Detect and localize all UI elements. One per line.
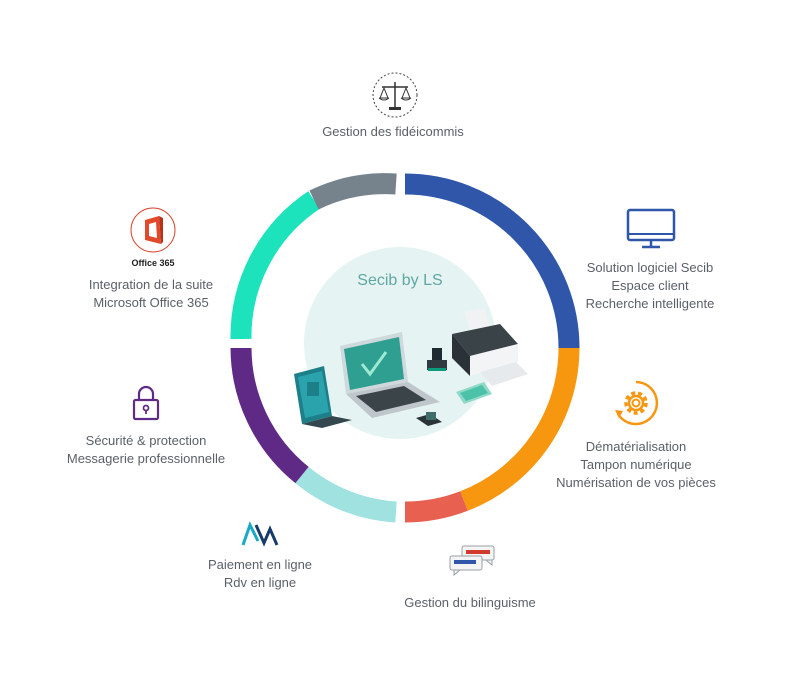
dematerialisation-label: Dématérialisation Tampon numérique Numér… bbox=[548, 438, 724, 492]
logiciel-label: Solution logiciel Secib Espace client Re… bbox=[570, 259, 730, 313]
ring-segment-teal bbox=[230, 191, 320, 340]
monitor-icon bbox=[626, 208, 676, 249]
laptop-icon bbox=[340, 332, 440, 418]
paiement-label: Paiement en ligne Rdv en ligne bbox=[190, 556, 330, 592]
paiement-line2: Rdv en ligne bbox=[223, 575, 297, 590]
ring-segment-gray bbox=[309, 173, 397, 210]
stamp-icon bbox=[427, 348, 447, 371]
securite-line1: Sécurité & protection bbox=[85, 433, 207, 448]
devices-illustration bbox=[294, 308, 528, 428]
tablet-icon bbox=[294, 366, 352, 428]
bilinguisme-line1: Gestion du bilinguisme bbox=[404, 595, 536, 610]
fideicommis-line1: Gestion des fidéicommis bbox=[322, 124, 464, 139]
phone-icon bbox=[456, 382, 492, 404]
office-line1: Integration de la suite bbox=[88, 277, 214, 292]
printer-icon bbox=[452, 308, 528, 386]
speech-bubbles-icon bbox=[449, 545, 495, 577]
ring-segment-coral bbox=[404, 491, 468, 523]
dematerialisation-line3: Numérisation de vos pièces bbox=[556, 475, 716, 490]
securite-label: Sécurité & protection Messagerie profess… bbox=[56, 432, 236, 468]
watch-icon bbox=[416, 412, 442, 426]
securite-line2: Messagerie professionnelle bbox=[66, 451, 226, 466]
dematerialisation-line1: Dématérialisation bbox=[585, 439, 687, 454]
ring-segment-aqua bbox=[295, 466, 397, 523]
office-label: Integration de la suite Microsoft Office… bbox=[70, 276, 232, 312]
gear-cycle-icon bbox=[615, 380, 659, 426]
ring-segment-orange bbox=[460, 347, 580, 511]
scales-icon bbox=[372, 72, 418, 118]
paiement-line1: Paiement en ligne bbox=[207, 557, 313, 572]
logiciel-line3: Recherche intelligente bbox=[585, 296, 715, 311]
logiciel-line1: Solution logiciel Secib bbox=[586, 260, 714, 275]
fideicommis-label: Gestion des fidéicommis bbox=[300, 123, 486, 141]
office365-logo-text: Office 365 bbox=[131, 258, 175, 268]
lock-icon bbox=[132, 385, 160, 421]
office365-icon bbox=[130, 207, 176, 253]
bilinguisme-label: Gestion du bilinguisme bbox=[388, 594, 552, 612]
dematerialisation-line2: Tampon numérique bbox=[580, 457, 692, 472]
center-title: Secib by LS bbox=[357, 272, 443, 289]
office-line2: Microsoft Office 365 bbox=[93, 295, 209, 310]
mw-logo-icon bbox=[241, 521, 279, 547]
logiciel-line2: Espace client bbox=[611, 278, 689, 293]
ring-segment-navy bbox=[404, 173, 580, 349]
ring-segment-purple bbox=[230, 347, 309, 484]
